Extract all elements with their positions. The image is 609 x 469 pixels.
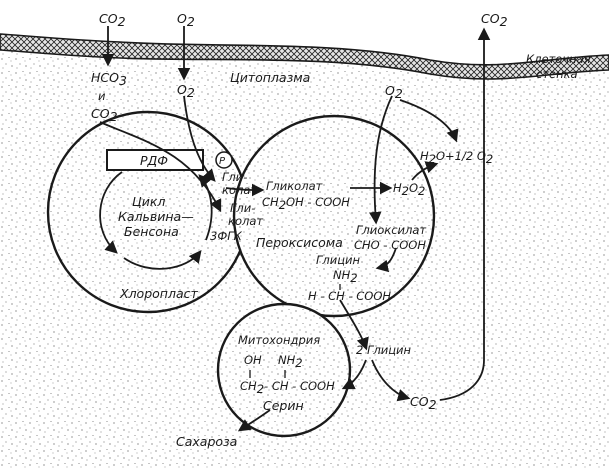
- calvin-loop-left: [99, 171, 123, 254]
- calvin-loop-right: [198, 174, 213, 241]
- outside-region: [0, 0, 609, 65]
- label-cell-wall-2: стенка: [536, 67, 578, 81]
- label-mitochondrion: Митохондрия: [238, 333, 320, 347]
- label-h2o2: H2O2: [393, 181, 425, 198]
- arrow-2glycine-serine: [341, 359, 367, 390]
- label-calvin-1: Цикл: [132, 194, 165, 209]
- rdf-box: [106, 149, 204, 171]
- arrow-o2-to-rdf: [183, 95, 216, 182]
- label-co2-top: CO2: [99, 11, 126, 29]
- label-pgk: 3ФГК: [210, 229, 243, 243]
- label-glycolate-formula: CH2OH - COOH: [262, 195, 350, 212]
- arrow-to-2glycine: [339, 299, 369, 351]
- arrow-serine-sucrose: [237, 409, 271, 432]
- label-glycolate-2-1: Гли-: [230, 201, 255, 215]
- label-co2-mito: CO2: [410, 394, 437, 412]
- label-serine-formula: CH2- CH - COOH: [240, 379, 335, 396]
- cell-wall: [0, 33, 609, 80]
- label-glyoxylate: Глиоксилат: [356, 223, 426, 237]
- arrow-co2-out: [439, 27, 491, 401]
- arrow-o2-to-h2o: [399, 99, 459, 143]
- label-o2-inner: O2: [177, 82, 195, 100]
- mitochondrion: [216, 302, 352, 438]
- label-peroxisome: Пероксисома: [256, 235, 343, 250]
- label-p: Р: [219, 156, 226, 167]
- label-glycine-formula: H - CH - COOH: [308, 289, 391, 303]
- label-cytoplasm: Цитоплазма: [230, 70, 310, 85]
- arrow-2glycine-co2: [371, 359, 411, 402]
- label-h2o: H2O+1/2 O2: [420, 149, 493, 166]
- label-o2-top: O2: [177, 11, 195, 29]
- label-glycolate-chloro-2: колат: [222, 183, 257, 197]
- label-co2-right-top: CO2: [481, 11, 508, 29]
- label-glycolate-perox: Гликолат: [266, 179, 323, 193]
- peroxisome: [232, 114, 436, 318]
- calvin-loop-bottom: [123, 250, 202, 270]
- label-glycolate-chloro-1: Гли-: [222, 170, 247, 184]
- label-and: и: [98, 89, 106, 103]
- label-calvin-2: Кальвина—: [118, 209, 194, 224]
- label-cell-wall-1: Клеточная: [526, 52, 591, 66]
- label-2-glycine: 2 Глицин: [356, 343, 412, 357]
- label-nh2-perox: NH2: [333, 268, 358, 285]
- label-sucrose: Сахароза: [176, 434, 237, 449]
- label-o2-right: O2: [385, 83, 403, 101]
- label-glycine: Глицин: [316, 253, 361, 267]
- label-rdf: РДФ: [140, 153, 168, 168]
- label-co2-inner: CO2: [91, 106, 118, 124]
- phosphate-circle: [215, 151, 233, 169]
- label-oh: OH: [244, 353, 262, 367]
- label-nh2-mito: NH2: [278, 353, 303, 370]
- label-calvin-3: Бенсона: [124, 224, 179, 239]
- label-glyoxylate-formula: CHO - COOH: [354, 238, 426, 252]
- label-glycolate-2-2: колат: [228, 214, 263, 228]
- arrow-h2o2-to-h2o: [411, 161, 439, 181]
- label-chloroplast: Хлоропласт: [119, 286, 198, 301]
- arrow-o2-perox: [368, 95, 393, 225]
- label-serine: Серин: [263, 398, 304, 413]
- arrow-glycolate-out: [225, 183, 265, 197]
- label-hco3: HCO3: [91, 70, 127, 88]
- arrow-glyoxylate-glycine: [375, 247, 397, 273]
